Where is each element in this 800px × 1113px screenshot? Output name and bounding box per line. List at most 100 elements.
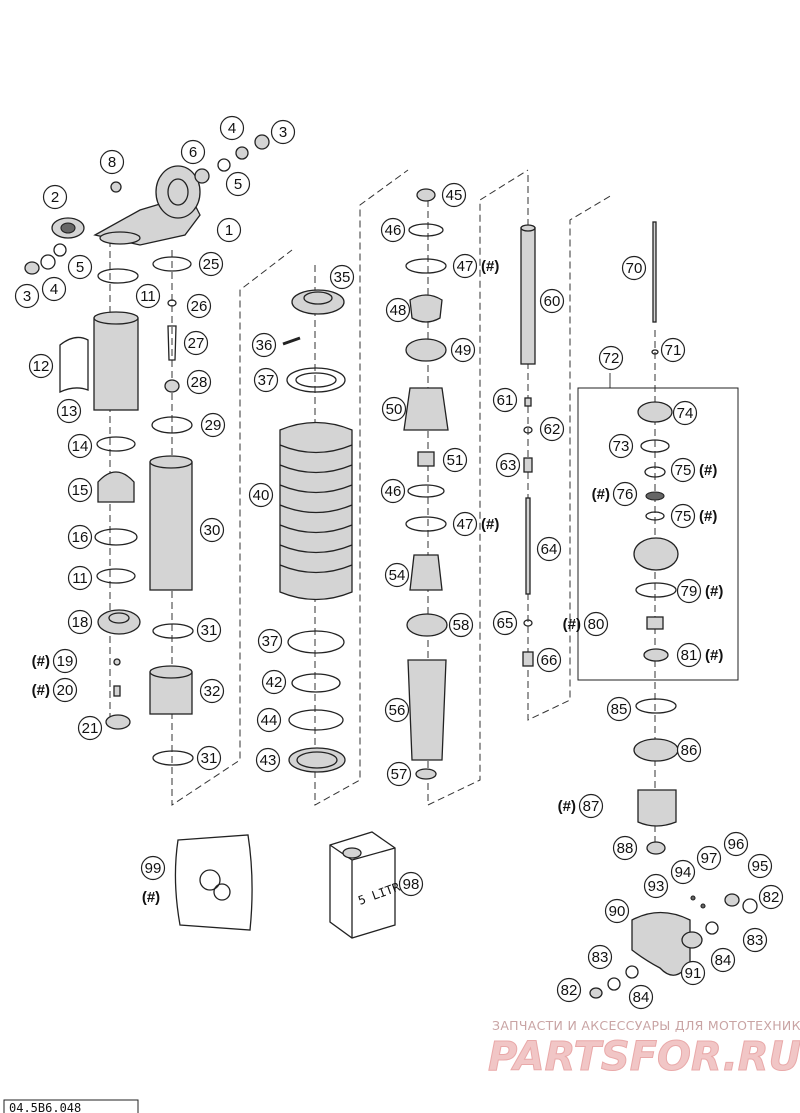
callout-circle	[329, 264, 355, 290]
callout-circle	[384, 562, 410, 588]
callout-number: 28	[191, 374, 208, 391]
callout-5: 5	[67, 254, 93, 280]
callout-circle	[225, 171, 251, 197]
callout-number: 72	[603, 350, 620, 367]
callout-number: 32	[204, 683, 221, 700]
callout-circle	[660, 337, 686, 363]
callout-number: 44	[261, 712, 278, 729]
callout-circle	[56, 398, 82, 424]
callout-1: 1	[216, 217, 242, 243]
reservoir-head-part	[93, 165, 201, 246]
callout-number: 12	[33, 358, 50, 375]
callout-number: 80	[588, 616, 605, 633]
callout-circle	[255, 747, 281, 773]
replacement-mark: (#)	[705, 647, 723, 664]
callout-number: 75	[675, 508, 692, 525]
callout-80: 80(#)	[563, 611, 609, 637]
callout-54: 54	[384, 562, 410, 588]
callout-circle	[67, 524, 93, 550]
callout-44: 44	[256, 707, 282, 733]
damper-body-parts	[149, 256, 194, 766]
callout-number: 76	[617, 486, 634, 503]
callout-21: 21	[77, 715, 103, 741]
callout-circle	[199, 517, 225, 543]
callout-circle	[52, 677, 78, 703]
callout-circle	[248, 482, 274, 508]
callout-4: 4	[41, 276, 67, 302]
callout-number: 99	[145, 860, 162, 877]
callout-93: 93	[643, 873, 669, 899]
callout-circle	[723, 831, 749, 857]
callout-circle	[539, 416, 565, 442]
callout-circle	[643, 873, 669, 899]
callout-number: 83	[747, 932, 764, 949]
callout-64: 64	[536, 536, 562, 562]
callout-circle	[612, 835, 638, 861]
callout-number: 1	[225, 222, 233, 239]
callout-11: 11	[67, 565, 93, 591]
callout-circle	[680, 960, 706, 986]
callout-number: 13	[61, 403, 78, 420]
callout-circle	[385, 297, 411, 323]
callout-number: 35	[334, 269, 351, 286]
callout-circle	[67, 254, 93, 280]
grease-bag-illustration	[174, 834, 253, 931]
callout-circle	[199, 678, 225, 704]
callout-58: 58	[448, 612, 474, 638]
watermark-tagline: ЗАПЧАСТИ И АКСЕССУАРЫ ДЛЯ МОТОТЕХНИКИ	[492, 1018, 800, 1033]
replacement-mark: (#)	[699, 508, 717, 525]
callout-circle	[41, 276, 67, 302]
callout-number: 75	[675, 462, 692, 479]
callout-circle	[198, 251, 224, 277]
callout-number: 96	[728, 836, 745, 853]
callout-70: 70	[621, 255, 647, 281]
callout-number: 3	[279, 124, 287, 141]
callout-circle	[380, 478, 406, 504]
callout-number: 70	[626, 260, 643, 277]
callout-number: 14	[72, 438, 89, 455]
callout-91: 91	[680, 960, 706, 986]
callout-circle	[598, 345, 624, 371]
callout-18: 18	[67, 609, 93, 635]
callout-number: 51	[447, 452, 464, 469]
callout-number: 97	[701, 850, 718, 867]
callout-60: 60	[539, 288, 565, 314]
callout-circle	[67, 609, 93, 635]
callout-circle	[696, 845, 722, 871]
callout-circle	[604, 898, 630, 924]
callout-number: 63	[500, 457, 517, 474]
callout-number: 94	[675, 864, 692, 881]
callout-number: 15	[72, 482, 89, 499]
callout-circle	[14, 283, 40, 309]
callout-number: 95	[752, 858, 769, 875]
callout-number: 64	[541, 541, 558, 558]
callout-62: 62	[539, 416, 565, 442]
callout-number: 86	[681, 742, 698, 759]
callout-number: 71	[665, 342, 682, 359]
callout-circle	[384, 697, 410, 723]
callout-circle	[67, 433, 93, 459]
callout-number: 2	[51, 189, 59, 206]
callout-56: 56	[384, 697, 410, 723]
callout-circle	[676, 737, 702, 763]
callout-30: 30	[199, 517, 225, 543]
callout-number: 74	[677, 405, 694, 422]
callout-88: 88	[612, 835, 638, 861]
replacement-mark: (#)	[32, 682, 50, 699]
callout-circle	[670, 457, 696, 483]
callout-circle	[710, 947, 736, 973]
callout-circle	[180, 139, 206, 165]
callout-2: 2	[42, 184, 68, 210]
callout-number: 65	[497, 615, 514, 632]
callout-circle	[67, 565, 93, 591]
callout-circle	[381, 396, 407, 422]
callout-number: 6	[189, 144, 197, 161]
callout-12: 12	[28, 353, 54, 379]
callout-number: 31	[201, 750, 218, 767]
callout-85: 85	[606, 696, 632, 722]
callout-number: 62	[544, 421, 561, 438]
callout-25: 25	[198, 251, 224, 277]
callout-circle	[219, 115, 245, 141]
callout-27: 27	[183, 330, 209, 356]
callout-circle	[492, 387, 518, 413]
